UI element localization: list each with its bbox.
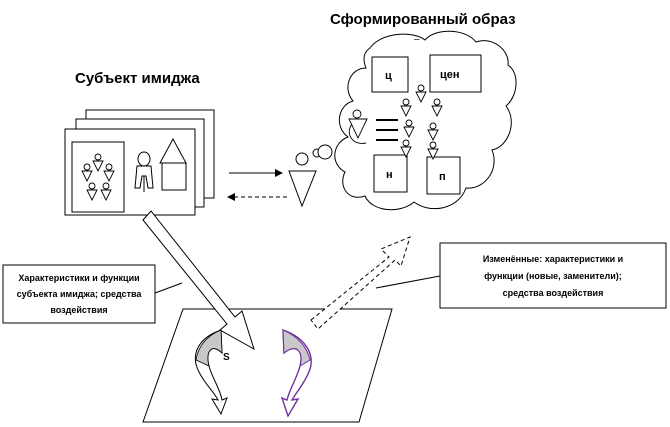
cloud-equality-lines (376, 119, 398, 141)
cloud-box-bottom-left: н (373, 154, 408, 193)
formed-image-title: Сформированный образ (330, 11, 516, 28)
left-note-box: Характеристики и функции субъекта имиджа… (2, 264, 156, 324)
thinker-figure-icon (288, 144, 333, 208)
cloud-box-top-left: ц (371, 56, 409, 93)
ground-plane (142, 308, 393, 423)
left-note-line-1: Характеристики и функции (18, 273, 139, 283)
cloud-box-bottom-left-label: н (386, 169, 393, 181)
cloud-figures-icon (348, 84, 443, 161)
subject-card-stack (64, 109, 215, 216)
right-note-line-2: функции (новые, заменители); (484, 271, 622, 281)
left-note-line-3: воздействия (50, 305, 107, 315)
person-icon (134, 151, 154, 192)
cloud-box-top-left-label: ц (385, 70, 392, 82)
left-note-leader (154, 282, 183, 294)
house-icon (159, 137, 187, 191)
figures-frame (71, 141, 125, 213)
right-note-box: Изменённые: характеристики и функции (но… (439, 242, 667, 309)
right-note-leader (375, 275, 441, 289)
gray-curved-arrow-icon (194, 329, 228, 416)
dashed-hollow-arrow-up (310, 236, 411, 330)
cloud-box-bottom-right: п (426, 156, 461, 195)
small-figures-icon (81, 153, 115, 202)
left-note-line-2: субъекта имиджа; средства (17, 289, 143, 299)
cloud-box-bottom-right-label: п (439, 171, 446, 183)
subject-title: Субъект имиджа (75, 70, 200, 87)
hollow-arrow-down (142, 210, 255, 351)
cloud-box-top-right-label: цен (440, 69, 460, 81)
right-note-line-1: Изменённые: характеристики и (483, 254, 623, 264)
plane-label-s: S (223, 352, 230, 363)
cloud-dash: – (414, 34, 420, 45)
right-note-line-3: средства воздействия (503, 288, 604, 298)
cloud-box-top-right: цен (429, 54, 482, 93)
purple-curved-arrow-icon (280, 328, 312, 418)
